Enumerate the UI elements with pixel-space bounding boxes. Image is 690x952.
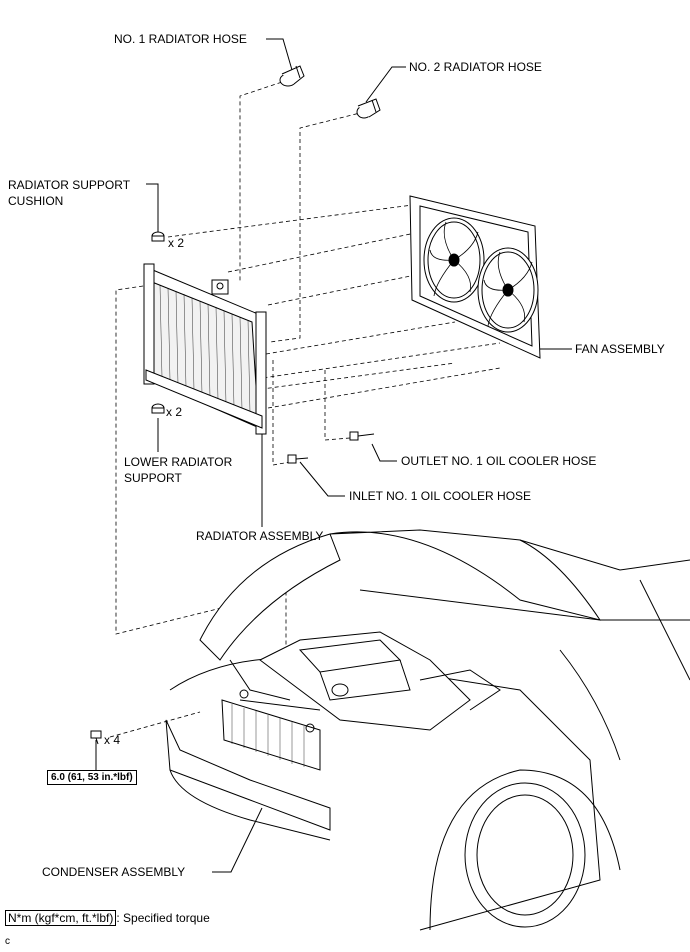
figure-code: c <box>5 936 10 947</box>
bolt-part <box>90 730 102 745</box>
lower-radiator-support-label-line1: LOWER RADIATOR <box>124 455 233 469</box>
radiator-support-cushion-label-line2: CUSHION <box>8 194 64 208</box>
cushion-qty: x 2 <box>168 236 185 250</box>
torque-spec-box: 6.0 (61, 53 in.*lbf) <box>47 770 137 785</box>
fan-assembly-label: FAN ASSEMBLY <box>575 342 665 356</box>
lower-radiator-support-label-line2: SUPPORT <box>124 471 182 485</box>
lower-support-qty: x 2 <box>166 405 183 419</box>
radiator-support-cushion-part <box>151 231 165 242</box>
torque-units-box: N*m (kgf*cm, ft.*lbf) <box>5 910 117 926</box>
fan-assembly-part <box>409 195 541 359</box>
no1-radiator-hose-part <box>279 65 305 87</box>
inlet-oil-cooler-hose-label: INLET NO. 1 OIL COOLER HOSE <box>349 489 532 503</box>
no1-radiator-hose-label: NO. 1 RADIATOR HOSE <box>114 32 247 46</box>
inlet-oil-cooler-hose-part <box>287 454 309 464</box>
bolt-qty: x 4 <box>104 733 121 747</box>
torque-legend-description: : Specified torque <box>116 911 210 925</box>
condenser-assembly-label: CONDENSER ASSEMBLY <box>42 865 186 879</box>
leader-lines <box>95 38 572 873</box>
radiator-assembly-label: RADIATOR ASSEMBLY <box>196 529 324 543</box>
radiator-assembly-part <box>143 263 267 435</box>
radiator-support-cushion-label-line1: RADIATOR SUPPORT <box>8 178 131 192</box>
outlet-oil-cooler-hose-label: OUTLET NO. 1 OIL COOLER HOSE <box>401 454 597 468</box>
vehicle-front-part <box>165 529 690 931</box>
no2-radiator-hose-part <box>356 98 381 119</box>
outlet-oil-cooler-hose-part <box>349 431 375 441</box>
torque-legend: N*m (kgf*cm, ft.*lbf): Specified torque <box>5 910 210 926</box>
dashed-assembly-lines <box>109 79 501 738</box>
no2-radiator-hose-label: NO. 2 RADIATOR HOSE <box>409 60 542 74</box>
lower-radiator-support-part <box>151 403 165 414</box>
